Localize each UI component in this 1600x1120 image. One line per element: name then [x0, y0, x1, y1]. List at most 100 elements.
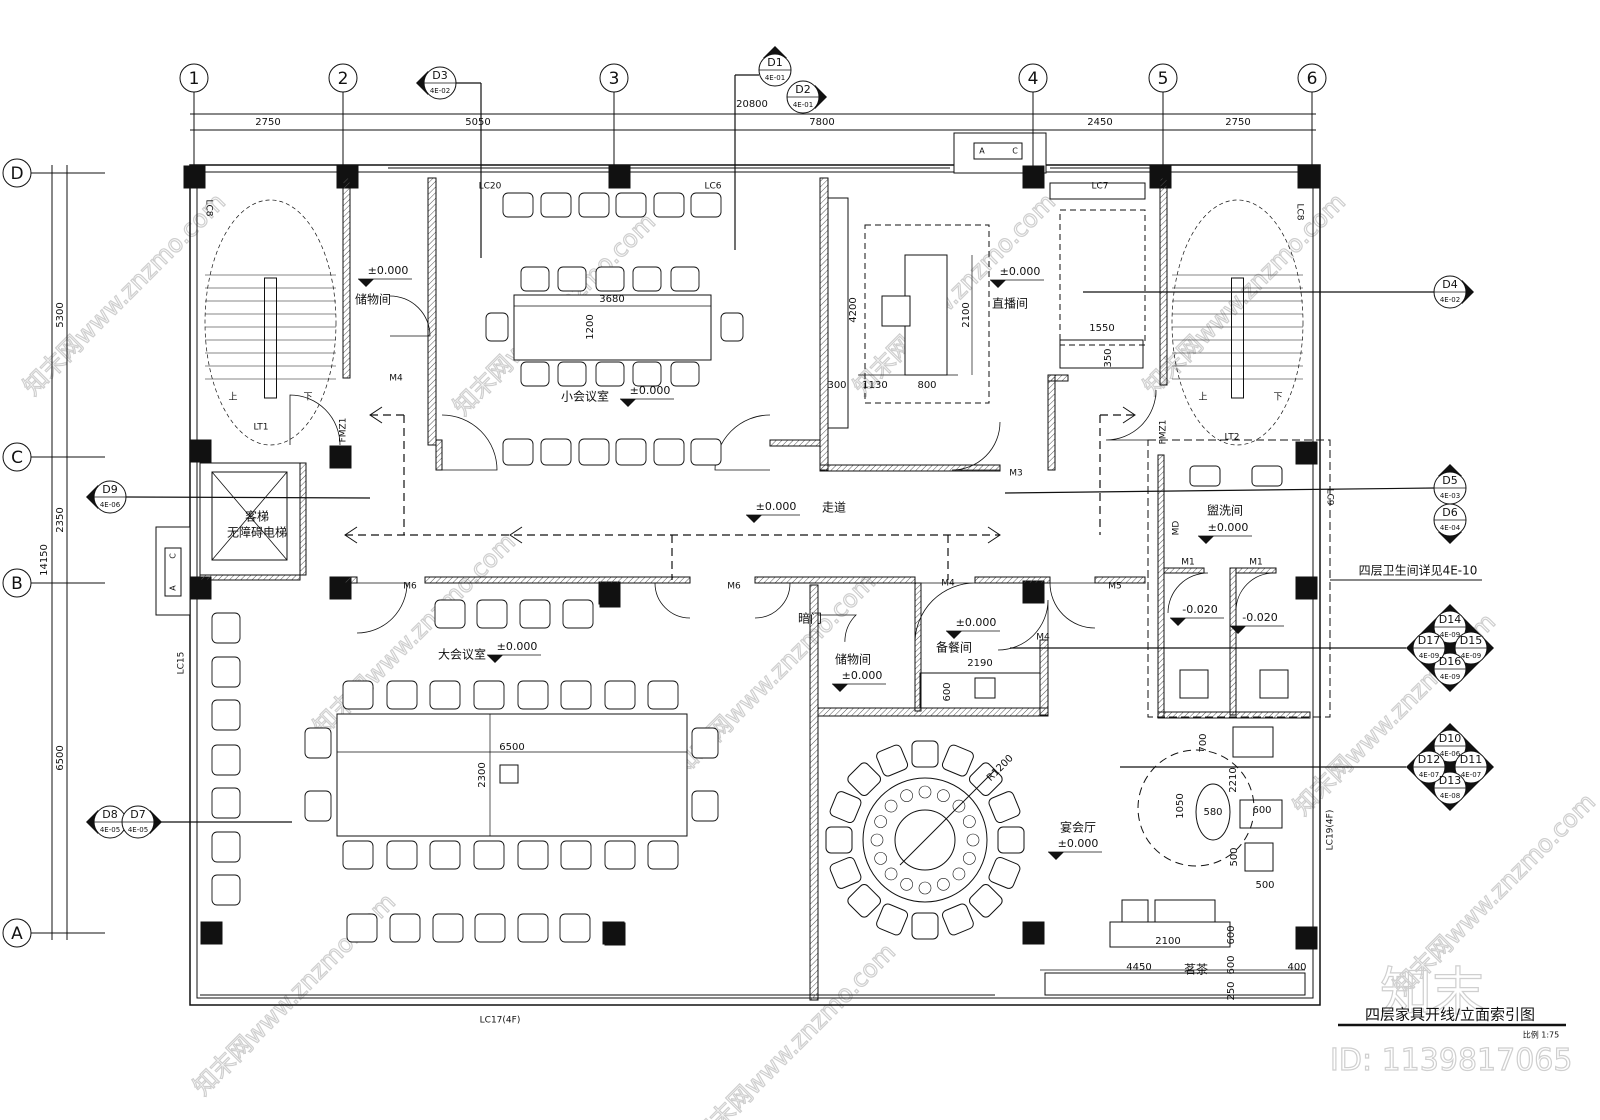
- watermark-site: 知末网www.znzmo.com: [1388, 788, 1600, 1001]
- drawing-scale: 比例 1:75: [1523, 1030, 1560, 1040]
- elevation-label: ±0.000: [1208, 521, 1249, 534]
- wash-basin: [1251, 465, 1283, 487]
- index-marker-ref: 4E-01: [793, 101, 813, 109]
- chair: [342, 840, 374, 870]
- dimension-total: 14150: [39, 544, 50, 576]
- chair: [386, 840, 418, 870]
- room-label-corridor: 走道: [822, 501, 846, 515]
- partition-wall: [342, 177, 351, 379]
- washroom-outline: [1147, 439, 1331, 718]
- structural-column: [1022, 580, 1045, 604]
- index-marker-id: D12: [1418, 753, 1440, 766]
- structural-column: [200, 921, 223, 945]
- pantry-counter: [919, 672, 1041, 709]
- elevation-label: ±0.000: [756, 500, 797, 513]
- sink: [974, 677, 996, 699]
- index-marker-ref: 4E-09: [1461, 652, 1481, 660]
- place-setting: [937, 789, 950, 802]
- elevation-triangle: [487, 655, 503, 663]
- stair-up-label: 上: [228, 392, 237, 403]
- chair: [517, 840, 549, 870]
- partition-wall: [199, 574, 301, 581]
- door-tag: FMZ1: [1159, 420, 1169, 445]
- chair: [670, 266, 700, 292]
- route-arrow: [369, 406, 383, 424]
- banquet-chair: [829, 856, 862, 889]
- walls-layer: [155, 132, 1331, 1006]
- index-cluster-diamond: [1406, 604, 1494, 692]
- dimension-text: 2350: [55, 507, 66, 532]
- live-chair: [881, 295, 911, 327]
- partition-wall: [299, 462, 307, 576]
- partition-wall: [1235, 567, 1277, 574]
- banquet-chair: [829, 791, 862, 824]
- chair: [429, 840, 461, 870]
- index-marker-id: D2: [795, 83, 810, 96]
- door-m1: [1235, 572, 1275, 612]
- chair: [386, 680, 418, 710]
- furniture-dimension: 300: [827, 380, 846, 391]
- chair: [502, 438, 534, 466]
- place-setting: [963, 852, 976, 865]
- dimension-text: 2750: [255, 117, 280, 128]
- door-tag: M1: [1249, 558, 1263, 568]
- stair-up-label: 上: [1198, 392, 1207, 403]
- structural-column: [1295, 441, 1318, 465]
- index-marker-ref: 4E-07: [1461, 771, 1481, 779]
- elevation-triangle: [358, 279, 374, 287]
- room-label-large-meeting: 大会议室: [438, 647, 486, 662]
- elevation-triangle: [946, 631, 962, 639]
- place-setting: [900, 789, 913, 802]
- index-marker-id: D1: [767, 56, 782, 69]
- toilet: [1179, 669, 1209, 699]
- lazy-susan: [894, 809, 956, 871]
- partition-wall: [974, 576, 1051, 584]
- chair: [615, 438, 647, 466]
- stair-2-handrail: [1231, 277, 1244, 399]
- watermark-id: ID: 1139817065: [1330, 1043, 1572, 1078]
- stool: [1244, 842, 1274, 872]
- door-m4: [914, 582, 976, 644]
- elevator-car: [211, 471, 288, 561]
- live-backdrop: [1059, 209, 1146, 346]
- chair: [559, 913, 591, 943]
- partition-wall: [424, 576, 691, 584]
- ac-label: A: [979, 147, 985, 156]
- stair-1-landing: [204, 199, 337, 446]
- dimension-text: 2450: [1087, 117, 1112, 128]
- partition-wall: [754, 576, 916, 584]
- partition-wall: [427, 177, 437, 446]
- window-tag: LC19(4F): [1326, 810, 1336, 851]
- chair: [517, 913, 549, 943]
- furniture-dimension: 2100: [1155, 936, 1180, 947]
- chair: [432, 913, 464, 943]
- elevation-label: -0.020: [1242, 611, 1277, 624]
- room-label-elevator-1: 客梯: [245, 509, 269, 524]
- furniture-dimension: 4450: [1126, 962, 1151, 973]
- index-marker-id: D4: [1442, 278, 1457, 291]
- window-tag: LC15: [177, 652, 187, 675]
- elevation-triangle: [1170, 618, 1186, 626]
- door-m3: [951, 421, 1001, 471]
- ac-label: C: [169, 553, 178, 559]
- chair: [211, 699, 241, 731]
- structural-column: [1297, 165, 1320, 189]
- furniture-dimension: 580: [1203, 807, 1222, 818]
- furniture-dimension: 250: [1226, 981, 1237, 1000]
- index-marker-id: D5: [1442, 474, 1457, 487]
- stair-1-handrail: [264, 277, 277, 399]
- dimension-text: 2750: [1225, 117, 1250, 128]
- low-cabinet: [1059, 339, 1144, 369]
- place-setting: [966, 833, 980, 847]
- elevation-label: ±0.000: [497, 640, 538, 653]
- elevation-label: ±0.000: [368, 264, 409, 277]
- room-label-hidden-door: 暗门: [798, 611, 822, 626]
- annotation-layer: [2, 46, 1566, 1027]
- place-setting: [884, 867, 898, 881]
- place-setting: [952, 799, 966, 813]
- radius-line: [899, 769, 996, 866]
- partition-wall: [809, 584, 819, 1001]
- chair: [653, 192, 685, 218]
